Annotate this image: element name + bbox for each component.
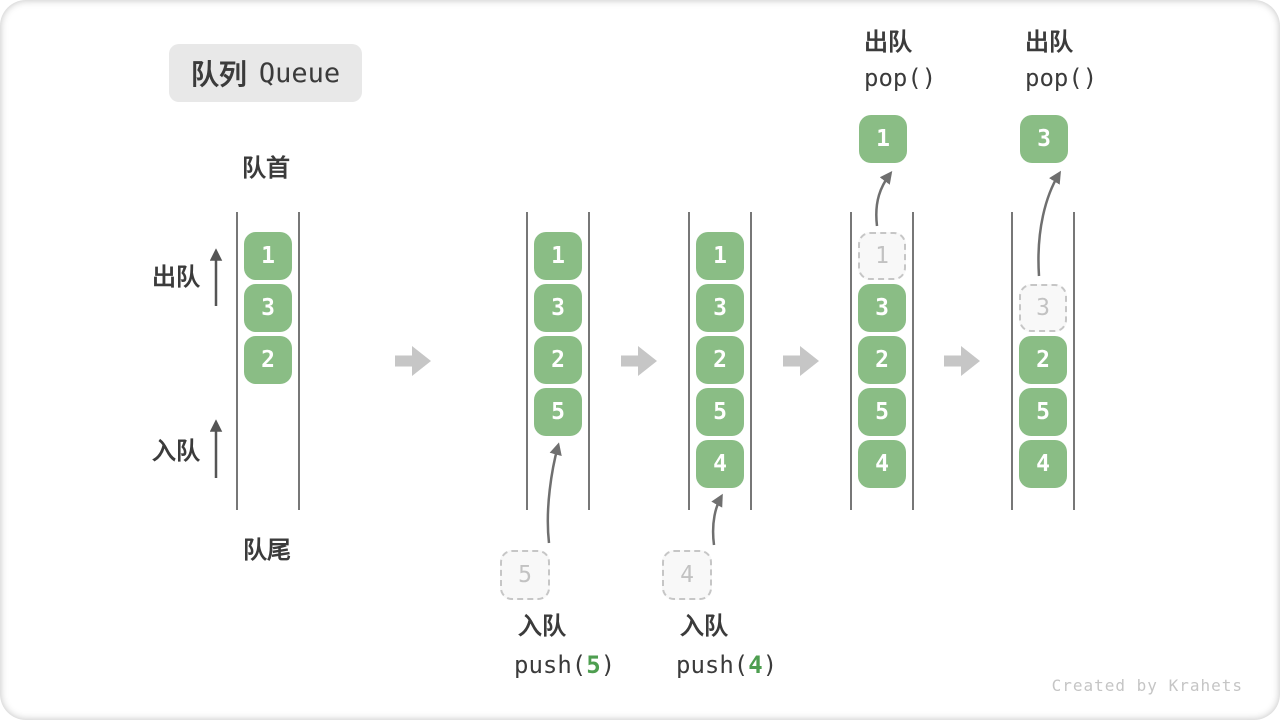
queue-cell: 1 <box>244 232 292 280</box>
queue-cell: 3 <box>244 284 292 332</box>
state-transition-arrow <box>621 346 657 376</box>
dequeue-side-label: 出队 <box>152 264 200 291</box>
state-transition-arrow <box>783 346 819 376</box>
popped-value-box: 3 <box>1020 115 1068 163</box>
queue-cell: 2 <box>1019 336 1067 384</box>
enqueue-side-label: 入队 <box>152 438 200 465</box>
dequeue-op-label: 出队 <box>864 29 912 56</box>
dequeue-op-label: 出队 <box>1025 29 1073 56</box>
pop-arrow <box>1037 170 1061 277</box>
push-code-label: push(4) <box>676 653 777 677</box>
pop-code-label: pop() <box>864 64 937 92</box>
queue-cell: 3 <box>534 284 582 332</box>
queue-cell-removed: 1 <box>858 232 906 280</box>
watermark: Created by Krahets <box>1051 676 1243 695</box>
push-code-part: 5 <box>586 651 601 679</box>
queue-cell: 1 <box>696 232 744 280</box>
queue-cell: 3 <box>696 284 744 332</box>
queue-cell: 5 <box>534 388 582 436</box>
queue-cell: 2 <box>534 336 582 384</box>
queue-cell: 4 <box>1019 440 1067 488</box>
enqueue-source-box: 4 <box>662 550 712 600</box>
title-en: Queue <box>258 57 341 89</box>
state-transition-arrow <box>944 346 980 376</box>
title-zh: 队列 <box>190 59 247 90</box>
title-badge: 队列 Queue <box>169 44 362 102</box>
queue-cell-removed: 3 <box>1019 284 1067 332</box>
queue-cell: 4 <box>696 440 744 488</box>
enqueue-source-box: 5 <box>500 550 550 600</box>
push-code-part: push( <box>514 651 587 679</box>
pop-arrow <box>875 170 893 227</box>
queue-cell: 2 <box>696 336 744 384</box>
enqueue-op-label: 入队 <box>518 613 566 640</box>
queue-cell: 5 <box>696 388 744 436</box>
queue-cell: 3 <box>858 284 906 332</box>
push-code-part: ) <box>762 651 778 679</box>
queue-cell: 1 <box>534 232 582 280</box>
push-code-part: 4 <box>748 651 763 679</box>
queue-cell: 2 <box>244 336 292 384</box>
pop-code-label: pop() <box>1025 64 1098 92</box>
queue-cell: 5 <box>1019 388 1067 436</box>
queue-front-label: 队首 <box>242 155 290 182</box>
push-arrow <box>711 493 723 546</box>
queue-rear-label: 队尾 <box>243 537 291 564</box>
push-code-label: push(5) <box>514 653 615 677</box>
popped-value-box: 1 <box>859 115 907 163</box>
state-transition-arrow <box>395 346 431 376</box>
queue-cell: 2 <box>858 336 906 384</box>
queue-cell: 4 <box>858 440 906 488</box>
enqueue-op-label: 入队 <box>680 613 728 640</box>
queue-cell: 5 <box>858 388 906 436</box>
push-code-part: push( <box>676 651 749 679</box>
push-arrow <box>546 442 562 544</box>
push-code-part: ) <box>600 651 616 679</box>
